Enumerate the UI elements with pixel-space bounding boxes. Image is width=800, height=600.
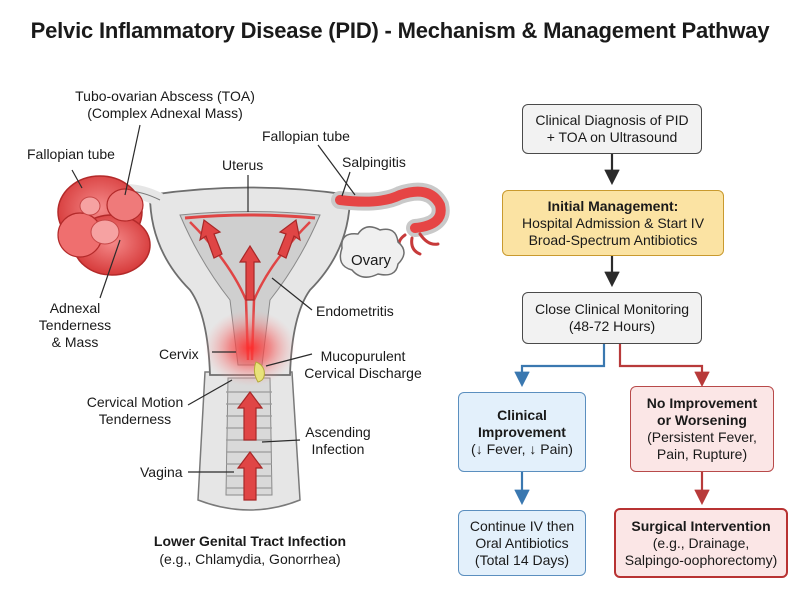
no-improvement-detail-line2: Pain, Rupture) xyxy=(656,446,748,462)
monitoring-line2: (48-72 Hours) xyxy=(568,318,656,334)
initial-management-line2: Broad-Spectrum Antibiotics xyxy=(528,231,698,248)
surgical-line2: Salpingo-oophorectomy) xyxy=(624,551,778,568)
mucopurulent-line1: Mucopurulent xyxy=(320,348,406,364)
lower-genital-infection-examples: (e.g., Chlamydia, Gonorrhea) xyxy=(159,551,341,567)
improvement-title-line2: Improvement xyxy=(478,423,566,440)
fallopian-tube-right-label: Fallopian tube xyxy=(262,128,350,144)
clinical-monitoring-box: Close Clinical Monitoring (48-72 Hours) xyxy=(522,292,702,344)
no-improvement-title-line1: No Improvement xyxy=(646,395,758,411)
adnexal-line3: & Mass xyxy=(51,334,99,350)
no-improvement-title-line2: or Worsening xyxy=(657,412,747,428)
continue-line3: (Total 14 Days) xyxy=(474,551,570,568)
diagnosis-line2: + TOA on Ultrasound xyxy=(546,129,678,145)
surgical-title: Surgical Intervention xyxy=(631,517,771,534)
ascending-line1: Ascending xyxy=(305,424,371,440)
uterus-label: Uterus xyxy=(222,157,264,173)
clinical-improvement-box: Clinical Improvement (↓ Fever, ↓ Pain) xyxy=(458,392,586,472)
continue-antibiotics-box: Continue IV then Oral Antibiotics (Total… xyxy=(458,510,586,576)
fallopian-tube-left-label: Fallopian tube xyxy=(27,146,115,162)
discharge-drop xyxy=(253,361,265,383)
leader-lines xyxy=(71,124,356,473)
adnexal-line1: Adnexal xyxy=(49,300,101,316)
lower-genital-infection-title: Lower Genital Tract Infection xyxy=(153,533,347,549)
toa-label-line1: Tubo-ovarian Abscess (TOA) xyxy=(75,88,255,104)
tubo-ovarian-abscess-shape xyxy=(57,175,151,276)
adnexal-tenderness-label: Adnexal Tenderness & Mass xyxy=(30,300,120,351)
ovary-shape xyxy=(339,226,405,278)
ascending-infection-label: Ascending Infection xyxy=(298,424,378,458)
surgical-intervention-box: Surgical Intervention (e.g., Drainage, S… xyxy=(614,508,788,578)
continue-line2: Oral Antibiotics xyxy=(475,534,569,551)
cervix-label: Cervix xyxy=(159,346,199,362)
cervix-inflammation xyxy=(204,310,296,386)
ascending-infection-arrows xyxy=(199,218,301,501)
salpingitis-label: Salpingitis xyxy=(342,154,406,170)
cervical-motion-tenderness-label: Cervical Motion Tenderness xyxy=(80,394,190,428)
adnexal-line2: Tenderness xyxy=(38,317,112,333)
monitoring-line1: Close Clinical Monitoring xyxy=(534,301,690,317)
vagina-label: Vagina xyxy=(140,464,183,480)
surgical-line1: (e.g., Drainage, xyxy=(652,534,750,551)
ovary-label: Ovary xyxy=(351,252,392,269)
no-improvement-box: No Improvement or Worsening (Persistent … xyxy=(630,386,774,472)
flow-arrows xyxy=(514,154,710,506)
clinical-diagnosis-box: Clinical Diagnosis of PID + TOA on Ultra… xyxy=(522,104,702,154)
endometritis-label: Endometritis xyxy=(316,303,394,319)
diagnosis-line1: Clinical Diagnosis of PID xyxy=(535,112,689,128)
initial-management-line1: Hospital Admission & Start IV xyxy=(521,214,705,231)
no-improvement-detail-line1: (Persistent Fever, xyxy=(647,429,757,445)
cmt-line2: Tenderness xyxy=(98,411,172,427)
initial-management-title: Initial Management: xyxy=(547,197,679,214)
improvement-title-line1: Clinical xyxy=(497,406,547,423)
cmt-line1: Cervical Motion xyxy=(86,394,184,410)
initial-management-box: Initial Management: Hospital Admission &… xyxy=(502,190,724,256)
page-title: Pelvic Inflammatory Disease (PID) - Mech… xyxy=(30,18,770,43)
improvement-detail: (↓ Fever, ↓ Pain) xyxy=(471,440,573,457)
continue-line1: Continue IV then xyxy=(469,517,575,534)
toa-label-line2: (Complex Adnexal Mass) xyxy=(87,105,243,121)
mucopurulent-line2: Cervical Discharge xyxy=(304,365,422,381)
ascending-line2: Infection xyxy=(311,441,365,457)
toa-label: Tubo-ovarian Abscess (TOA) (Complex Adne… xyxy=(70,88,260,122)
mucopurulent-discharge-label: Mucopurulent Cervical Discharge xyxy=(298,348,428,382)
